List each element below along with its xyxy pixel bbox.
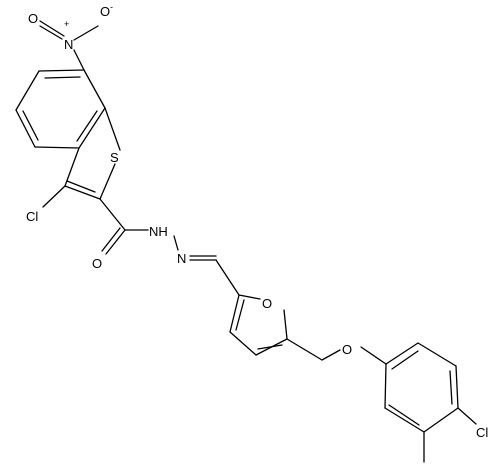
nitro-group — [39, 20, 99, 71]
furan-ring — [229, 294, 288, 356]
nitro-n-label: N — [64, 37, 73, 52]
chlorine-2-label: Cl — [476, 425, 488, 440]
thiophene-s-label: S — [110, 150, 119, 165]
nitro-o-top-label: O — [100, 4, 110, 19]
hydrazone-linker — [173, 235, 240, 296]
ether-linker — [286, 338, 387, 365]
chlorine-1-label: Cl — [26, 209, 38, 224]
furan-o-label: O — [262, 296, 272, 311]
nh-label: NH — [149, 224, 168, 239]
nitro-n-charge: + — [64, 19, 69, 29]
amide-group — [99, 198, 149, 255]
nitro-o-left-label: O — [28, 11, 38, 26]
c-cl-bond-1 — [42, 185, 66, 208]
thiophene-ring — [64, 107, 121, 200]
imine-n-label: N — [177, 251, 186, 266]
aryl-ring — [384, 342, 459, 433]
c-cl-bond-2 — [457, 407, 477, 425]
carbonyl-o-label: O — [92, 256, 102, 271]
ether-o-label: O — [342, 342, 352, 357]
nitro-o-charge: - — [110, 2, 113, 12]
benzo-ring — [15, 69, 106, 149]
